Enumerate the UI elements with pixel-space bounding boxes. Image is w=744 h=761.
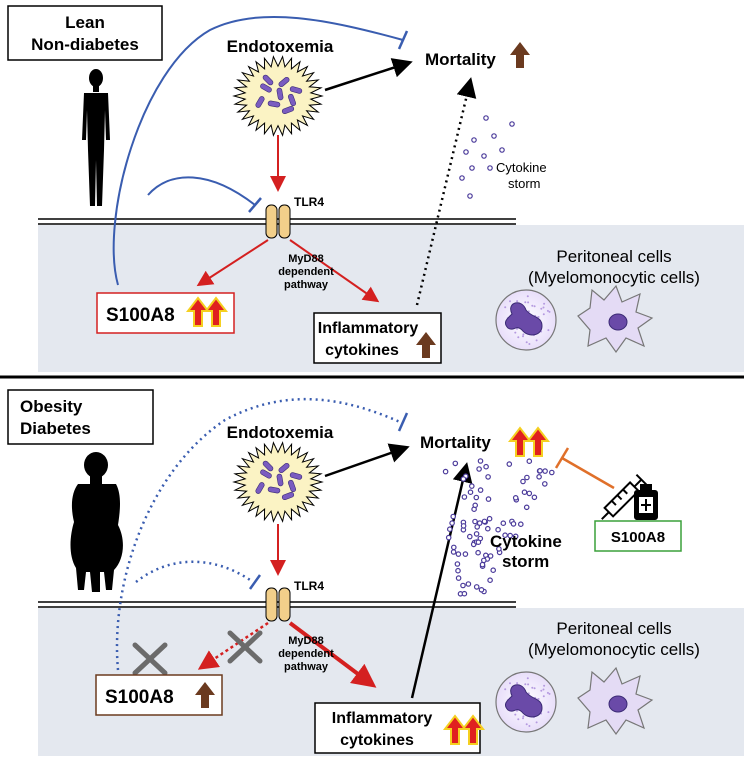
tlr4-to-cytokines-arrow [288, 621, 377, 688]
cytokines-to-mortality-dotted-arrow [415, 77, 477, 306]
block-x-icon [132, 642, 168, 676]
pathway-label-line3: pathway [284, 661, 329, 673]
tlr4-inhibition-bar [248, 574, 262, 590]
s100a8-to-tlr4-inhibition [147, 176, 256, 206]
peritoneal-cells-label-line2: (Myelomonocytic cells) [528, 640, 700, 659]
pathway-label-line1: MyD88 [288, 253, 323, 265]
pathway-label-line2: dependent [278, 648, 334, 660]
mortality-inhibition-bar [397, 30, 409, 50]
vial-icon [634, 484, 658, 520]
inflammatory-label-line1: Inflammatory [332, 710, 433, 727]
condition-label-line2: Diabetes [20, 419, 91, 438]
s100a8-to-mortality-inhibition [112, 15, 404, 286]
treatment-inhibition-bar [554, 447, 570, 469]
treatment-inhibition-line [561, 456, 615, 490]
pathway-label-line3: pathway [284, 279, 329, 291]
endotoxemia-to-mortality-arrow [324, 443, 410, 478]
mortality-label: Mortality [420, 433, 491, 452]
syringe-icon [601, 473, 648, 520]
cytokine-storm-label-line1: Cytokine [496, 160, 547, 175]
inflammatory-cytokines-box [313, 312, 442, 364]
bacteria-burst-icon [232, 441, 324, 523]
peritoneal-cells-label-line1: Peritoneal cells [556, 619, 671, 638]
tlr4-label: TLR4 [294, 195, 324, 209]
macrophage-cell-icon [577, 284, 654, 354]
s100a8-label: S100A8 [106, 305, 175, 326]
top-panel: Lean Non-diabetes Endotoxemia Mortality … [7, 5, 744, 372]
cytokine-storm-dots [459, 115, 515, 199]
macrophage-cell-icon [577, 666, 654, 736]
tlr4-inhibition-bar [248, 197, 262, 213]
condition-label-line2: Non-diabetes [31, 35, 139, 54]
treatment-box [594, 520, 682, 552]
s100a8-to-tlr4-inhibition [135, 560, 254, 584]
pathway-label-line2: dependent [278, 266, 334, 278]
tlr4-receptor-icon [265, 587, 291, 622]
endotoxemia-label: Endotoxemia [227, 423, 334, 442]
pathway-label-line1: MyD88 [288, 635, 323, 647]
cytokine-storm-label-line2: storm [508, 176, 541, 191]
tlr4-receptor-icon [265, 204, 291, 239]
condition-label-line1: Obesity [20, 397, 83, 416]
mortality-inhibition-bar [397, 412, 409, 432]
s100a8-label: S100A8 [105, 687, 174, 708]
cytokine-storm-label-line1: Cytokine [490, 532, 562, 551]
s100a8-up-arrow-icon [195, 682, 215, 708]
treatment-label: S100A8 [611, 529, 665, 546]
inflammatory-label-line1: Inflammatory [318, 320, 419, 337]
condition-box [7, 389, 154, 445]
endotoxemia-label: Endotoxemia [227, 37, 334, 56]
neutrophil-cell-icon [495, 671, 557, 733]
peritoneal-cells-label-line1: Peritoneal cells [556, 247, 671, 266]
inflammatory-label-line2: cytokines [325, 342, 399, 359]
cytokine-storm-label-line2: storm [502, 552, 549, 571]
obese-human-silhouette [70, 452, 123, 592]
tlr4-label: TLR4 [294, 579, 324, 593]
mortality-label: Mortality [425, 50, 496, 69]
mortality-double-up-arrow-icon [507, 426, 551, 457]
neutrophil-cell-icon [495, 289, 557, 351]
tlr4-to-cytokines-arrow [289, 239, 380, 303]
peritoneal-cells-label-line2: (Myelomonocytic cells) [528, 268, 700, 287]
inflammatory-label-line2: cytokines [340, 732, 414, 749]
condition-label-line1: Lean [65, 13, 105, 32]
endotoxemia-to-mortality-arrow [324, 58, 413, 92]
lean-human-silhouette [82, 69, 110, 206]
mortality-up-arrow-icon [510, 42, 530, 68]
bacteria-burst-icon [232, 55, 324, 137]
condition-box [7, 5, 163, 61]
s100a8-double-up-arrow-icon [185, 296, 229, 327]
s100a8-to-mortality-inhibition [115, 397, 401, 671]
block-x-icon [227, 630, 263, 664]
cytokines-to-mortality-arrow [410, 462, 473, 699]
tlr4-to-s100a8-arrow [196, 239, 269, 287]
inflammatory-up-arrow-icon [416, 332, 436, 358]
tlr4-to-s100a8-dotted-arrow [197, 621, 269, 670]
cytokine-storm-dots [442, 458, 555, 597]
bottom-panel: Obesity Diabetes Endotoxemia Mortality [7, 389, 744, 756]
inflammatory-double-up-arrow-icon [442, 714, 486, 745]
